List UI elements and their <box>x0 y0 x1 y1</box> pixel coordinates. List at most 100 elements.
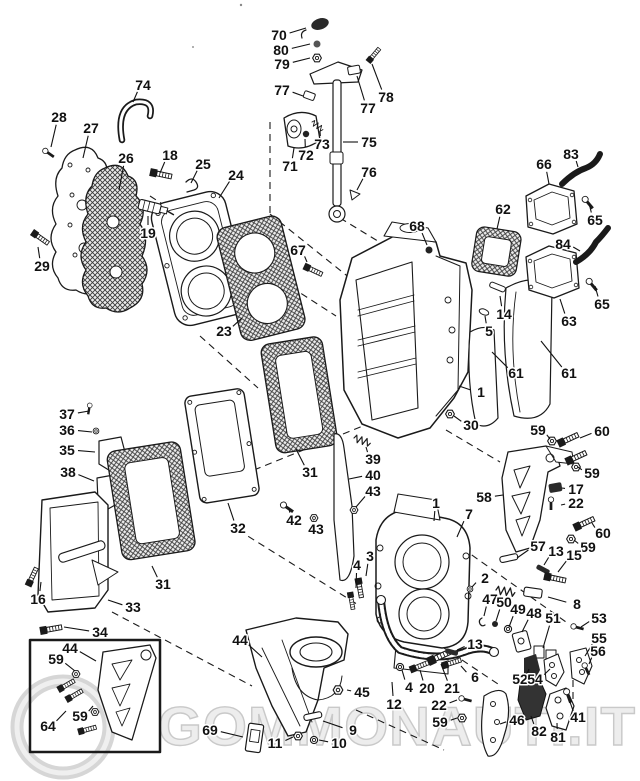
part-baffle-crease <box>512 291 521 413</box>
part-pin <box>58 540 106 563</box>
print-speck <box>192 46 194 48</box>
part-label-14: 14 <box>496 306 512 322</box>
leader-line-5 <box>484 315 487 324</box>
part-clip-69 <box>244 722 265 754</box>
part-label-31: 31 <box>302 464 318 480</box>
leader-line-23 <box>232 317 243 327</box>
part-label-59: 59 <box>584 465 600 481</box>
leader-line-44 <box>79 651 97 662</box>
leader-line-2 <box>471 582 477 588</box>
part-grommet-52 <box>524 654 540 682</box>
leader-line-34 <box>63 626 90 632</box>
part-clip-25 <box>185 178 199 193</box>
leader-line-49 <box>508 616 514 628</box>
leader-line-31 <box>295 448 305 466</box>
leader-line-22 <box>449 699 458 704</box>
leader-line-61 <box>540 340 563 368</box>
part-label-4: 4 <box>353 557 361 573</box>
part-label-22: 22 <box>431 697 447 713</box>
part-bracket-58 <box>501 445 575 553</box>
leader-line-45 <box>346 689 352 692</box>
part-label-57: 57 <box>530 538 546 554</box>
leader-line-1 <box>433 510 436 522</box>
leader-line-65 <box>588 202 592 213</box>
leader-line-18 <box>159 161 166 174</box>
part-gasket-26-hole <box>106 215 120 229</box>
part-label-43: 43 <box>308 521 324 537</box>
part-label-83: 83 <box>563 146 579 162</box>
part-label-33: 33 <box>125 599 141 615</box>
part-cylinder-head-24 <box>150 190 250 327</box>
leader-line-78 <box>371 63 383 90</box>
part-label-23: 23 <box>216 323 232 339</box>
part-label-29: 29 <box>34 258 50 274</box>
part-label-31: 31 <box>155 576 171 592</box>
part-label-38: 38 <box>60 464 76 480</box>
part-nut-79 <box>312 53 322 63</box>
part-clamp-77 <box>347 64 361 76</box>
leader-line-80 <box>291 43 311 49</box>
part-label-78: 78 <box>378 89 394 105</box>
leader-line-56 <box>588 657 593 665</box>
part-block-48 <box>511 630 532 653</box>
part-stud-13 <box>445 648 459 656</box>
part-label-49: 49 <box>510 601 526 617</box>
leader-line-50 <box>495 609 501 622</box>
print-speck <box>239 3 243 7</box>
leader-line-60 <box>591 522 596 528</box>
part-cylinder-block <box>339 221 473 439</box>
part-nut-59 <box>90 708 100 716</box>
part-lever-82 <box>517 675 547 721</box>
part-label-13: 13 <box>467 636 483 652</box>
leader-line-59 <box>88 705 94 712</box>
part-nut-45 <box>332 685 344 695</box>
part-label-4: 4 <box>405 679 413 695</box>
leader-line-68 <box>421 232 428 246</box>
leader-line-8 <box>547 596 567 603</box>
part-label-39: 39 <box>365 451 381 467</box>
part-hose-84 <box>573 225 611 265</box>
leader-line-27 <box>82 135 89 159</box>
leader-line-3 <box>365 563 369 577</box>
part-label-40: 40 <box>365 467 381 483</box>
parts-artwork <box>24 3 611 757</box>
part-label-68: 68 <box>409 218 425 234</box>
part-label-25: 25 <box>195 156 211 172</box>
part-label-45: 45 <box>354 684 370 700</box>
part-gasket-26 <box>80 164 148 313</box>
part-label-32: 32 <box>230 520 246 536</box>
part-cover-32 <box>184 388 260 504</box>
part-label-2: 2 <box>481 570 489 586</box>
part-label-75: 75 <box>361 134 377 150</box>
part-label-22: 22 <box>568 495 584 511</box>
part-label-3: 3 <box>366 548 374 564</box>
part-gasket-26-hole <box>109 265 123 279</box>
part-label-18: 18 <box>162 147 178 163</box>
leader-line-33 <box>107 599 123 606</box>
part-clip-76 <box>349 189 361 201</box>
leader-line-83 <box>575 160 579 168</box>
leader-line-71 <box>291 147 295 159</box>
part-label-77: 77 <box>360 100 376 116</box>
part-label-44: 44 <box>62 640 78 656</box>
leader-line-52 <box>526 668 530 674</box>
part-crankcase-1 <box>374 493 472 675</box>
part-label-60: 60 <box>595 525 611 541</box>
leader-line-31 <box>151 565 158 578</box>
leader-line-59 <box>64 662 76 672</box>
part-plug-72 <box>302 130 310 138</box>
part-label-82: 82 <box>531 723 547 739</box>
part-washer-4 <box>395 662 405 672</box>
part-bracket-81 <box>545 687 575 731</box>
leader-line-42 <box>288 507 291 513</box>
leader-line-12 <box>391 681 394 697</box>
part-label-19: 19 <box>140 225 156 241</box>
part-label-65: 65 <box>587 212 603 228</box>
part-washer-50 <box>492 621 498 627</box>
part-label-59: 59 <box>580 539 596 555</box>
watermark-ring-highlight <box>14 678 112 776</box>
leader-line-41 <box>569 701 574 711</box>
leader-line-70 <box>289 27 307 34</box>
part-label-66: 66 <box>536 156 552 172</box>
